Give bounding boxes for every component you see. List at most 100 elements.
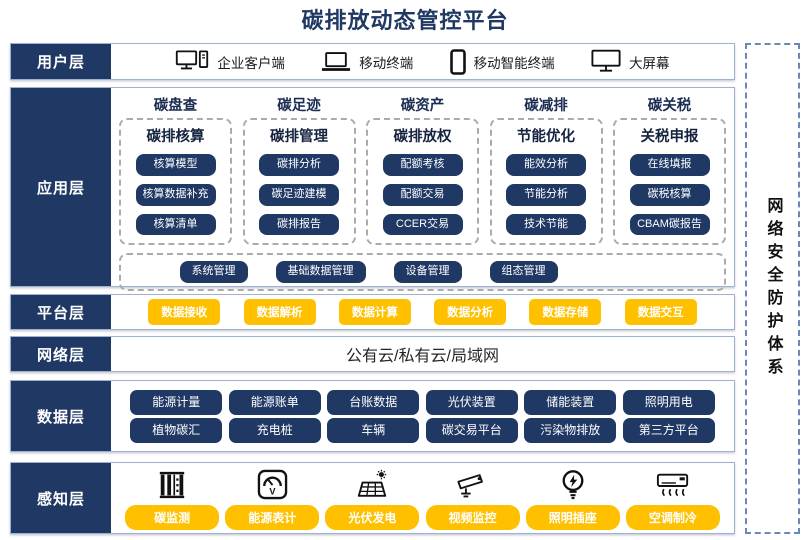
data-layer-label: 数据层 [11, 381, 111, 451]
sensing-device: 视频监控 [425, 466, 520, 530]
module-subtitle: 碳排放权 [393, 129, 452, 145]
module-box: 碳排核算 核算模型 核算数据补充 核算清单 [119, 118, 232, 246]
platform-layer-row: 平台层 数据接收 数据解析 数据计算 数据分析 数据存储 数据交互 [10, 294, 735, 330]
module-item: 配额交易 [382, 183, 463, 206]
user-terminal: 移动终端 [321, 51, 413, 73]
app-module-columns: 碳盘查 碳排核算 核算模型 核算数据补充 核算清单 碳足迹 碳排管理 碳排分析 [111, 88, 734, 246]
data-source: 植物碳汇 [130, 417, 223, 443]
app-module-carbon-inventory: 碳盘查 碳排核算 核算模型 核算数据补充 核算清单 [119, 94, 232, 246]
module-item: 核算模型 [135, 154, 216, 176]
user-terminal: 企业客户端 [175, 49, 285, 74]
data-source: 能源计量 [130, 389, 223, 415]
module-title: 碳资产 [400, 98, 445, 114]
module-item: 技术节能 [506, 213, 586, 236]
energy-meter-icon: V [257, 466, 288, 500]
common-module: 系统管理 [179, 261, 248, 284]
platform-capability: 数据计算 [338, 299, 411, 325]
data-source: 污染物排放 [524, 417, 617, 443]
user-layer-label: 用户层 [11, 44, 111, 79]
app-module-carbon-reduction: 碳减排 节能优化 能效分析 节能分析 技术节能 [489, 94, 603, 246]
data-source: 照明用电 [622, 389, 715, 415]
carbon-monitor-icon [157, 466, 187, 500]
security-system-box: 网络安全防护体系 [745, 43, 800, 534]
desktop-pc-icon [175, 49, 209, 74]
sensing-device-label: 照明插座 [525, 505, 620, 530]
platform-capability: 数据存储 [529, 299, 602, 325]
data-source: 能源账单 [228, 389, 321, 415]
sensing-device: 碳监测 [125, 466, 220, 530]
sensing-device-list: 碳监测 V 能源表计 [111, 463, 734, 533]
module-item: 节能分析 [506, 183, 586, 206]
sensing-device-label: 空调制冷 [625, 505, 720, 530]
user-terminal: 大屏幕 [591, 49, 670, 74]
user-terminal-label: 移动智能终端 [473, 55, 555, 71]
module-box: 碳排管理 碳排分析 碳足迹建模 碳排报告 [242, 118, 356, 246]
platform-capability: 数据交互 [624, 299, 697, 325]
network-layer-row: 网络层 公有云/私有云/局域网 [10, 336, 735, 372]
laptop-icon [321, 51, 351, 73]
sensing-device-label: 视频监控 [425, 505, 520, 530]
module-item: 在线填报 [629, 154, 710, 176]
platform-capability: 数据接收 [148, 299, 221, 325]
module-item: CBAM碳报告 [629, 213, 710, 236]
sensing-device-label: 碳监测 [125, 505, 220, 530]
app-layer-row: 应用层 碳盘查 碳排核算 核算模型 核算数据补充 核算清单 碳足迹 [10, 87, 735, 292]
app-module-carbon-asset: 碳资产 碳排放权 配额考核 配额交易 CCER交易 [366, 94, 479, 246]
module-item: 核算清单 [135, 213, 216, 236]
module-title: 碳关税 [647, 98, 692, 114]
user-terminal-label: 大屏幕 [629, 55, 670, 71]
platform-capability: 数据分析 [434, 299, 507, 325]
layer-stack: 用户层 企业客户端 [10, 43, 735, 534]
module-subtitle: 碳排核算 [146, 129, 205, 145]
common-module: 设备管理 [393, 261, 462, 284]
sensing-device: 光伏发电 [325, 466, 420, 530]
module-item: 碳足迹建模 [259, 183, 339, 206]
data-source: 光伏装置 [425, 389, 518, 415]
sensing-device: 照明插座 [525, 466, 620, 530]
platform-capability-list: 数据接收 数据解析 数据计算 数据分析 数据存储 数据交互 [111, 295, 734, 329]
module-item: 能效分析 [506, 154, 586, 176]
data-source: 储能装置 [524, 389, 617, 415]
module-item: CCER交易 [382, 213, 463, 236]
svg-text:V: V [269, 487, 276, 497]
data-source: 第三方平台 [622, 417, 715, 443]
sensing-device: V 能源表计 [225, 466, 320, 530]
app-module-carbon-tariff: 碳关税 关税申报 在线填报 碳税核算 CBAM碳报告 [613, 94, 726, 246]
module-box: 节能优化 能效分析 节能分析 技术节能 [489, 118, 603, 246]
user-terminal: 移动智能终端 [449, 48, 555, 75]
user-terminal-label: 移动终端 [359, 55, 414, 71]
module-item: 配额考核 [382, 154, 463, 176]
module-subtitle: 关税申报 [640, 129, 699, 145]
security-system-label: 网络安全防护体系 [764, 196, 782, 381]
data-source: 车辆 [327, 417, 420, 443]
app-module-carbon-footprint: 碳足迹 碳排管理 碳排分析 碳足迹建模 碳排报告 [242, 94, 356, 246]
network-description: 公有云/私有云/局域网 [346, 348, 499, 365]
sensing-device-label: 光伏发电 [325, 505, 420, 530]
module-title: 碳减排 [524, 98, 568, 114]
user-terminal-label: 企业客户端 [217, 55, 285, 71]
data-source: 碳交易平台 [425, 417, 518, 443]
platform-capability: 数据解析 [243, 299, 316, 325]
data-source: 充电桩 [228, 417, 321, 443]
air-conditioner-icon [656, 466, 690, 500]
user-layer-row: 用户层 企业客户端 [10, 43, 735, 80]
monitor-icon [591, 49, 621, 74]
sensing-layer-row: 感知层 [10, 462, 735, 534]
data-source: 台账数据 [327, 389, 420, 415]
app-layer-label: 应用层 [11, 88, 111, 286]
module-box: 关税申报 在线填报 碳税核算 CBAM碳报告 [613, 118, 726, 246]
sensing-device-label: 能源表计 [225, 505, 320, 530]
user-terminal-list: 企业客户端 移动终端 [111, 44, 734, 79]
module-item: 碳排分析 [259, 154, 339, 176]
module-subtitle: 碳排管理 [270, 129, 328, 145]
common-module: 组态管理 [489, 261, 558, 284]
module-subtitle: 节能优化 [517, 129, 575, 145]
smartphone-icon [449, 48, 466, 75]
data-source-grid: 能源计量 能源账单 台账数据 光伏装置 储能装置 照明用电 植物碳汇 充电桩 车… [111, 381, 734, 451]
light-bulb-icon [560, 466, 586, 500]
module-title: 碳盘查 [153, 98, 198, 114]
app-common-modules-box: 系统管理 基础数据管理 设备管理 组态管理 [119, 253, 726, 292]
platform-layer-label: 平台层 [11, 295, 111, 329]
module-title: 碳足迹 [277, 98, 321, 114]
